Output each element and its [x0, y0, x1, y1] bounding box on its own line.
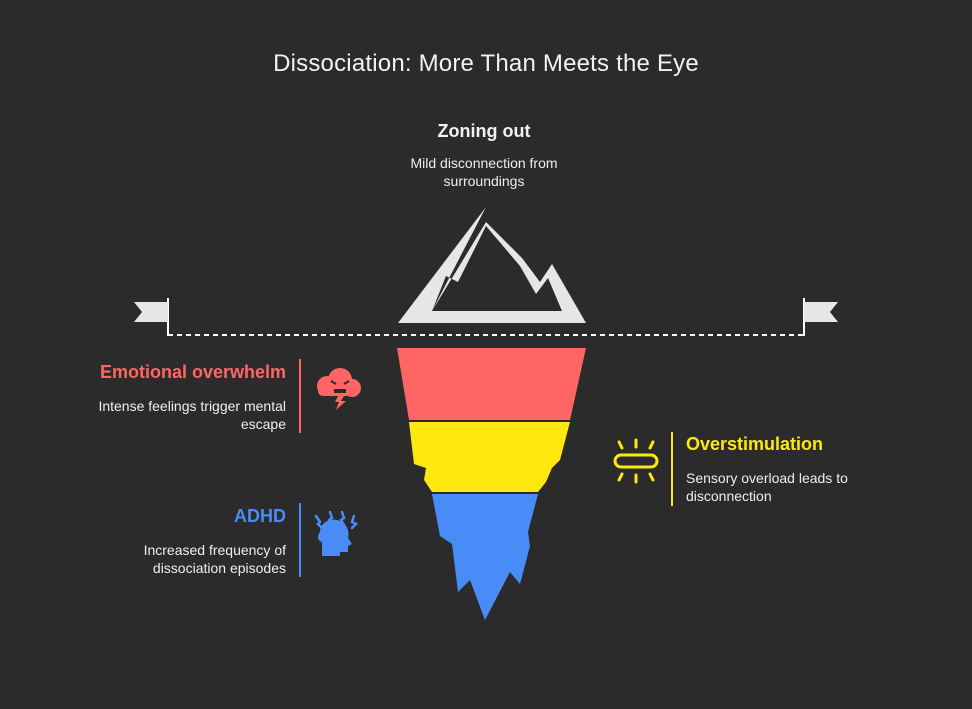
- emotional-overwhelm-heading: Emotional overwhelm: [99, 362, 286, 382]
- adhd-accent-bar: [299, 503, 301, 577]
- emotional-overwhelm-block: Emotional overwhelm Intense feelings tri…: [60, 362, 286, 433]
- adhd-heading: ADHD: [234, 506, 286, 526]
- adhd-desc-line2: dissociation episodes: [152, 560, 286, 576]
- emotional-overwhelm-desc-line1: Intense feelings trigger mental: [98, 398, 286, 414]
- overstimulation-block: Overstimulation Sensory overload leads t…: [686, 434, 926, 505]
- head-with-sparks-icon: [314, 510, 359, 556]
- left-flag-icon: [134, 298, 169, 336]
- layer-overstimulation: [409, 422, 570, 492]
- layer-adhd: [432, 494, 538, 620]
- emotional-overwhelm-desc-line2: escape: [240, 416, 286, 432]
- overstimulation-desc-line1: Sensory overload leads to: [686, 470, 848, 486]
- adhd-block: ADHD Increased frequency of dissociation…: [60, 506, 286, 577]
- radiating-bar-icon: [613, 438, 659, 484]
- zoning-out-desc-line2: surroundings: [443, 173, 525, 189]
- layer-emotional-overwhelm: [397, 348, 586, 420]
- overstimulation-accent-bar: [671, 432, 673, 506]
- iceberg-peak-icon: [398, 207, 586, 323]
- emotional-overwhelm-accent-bar: [299, 359, 301, 433]
- angry-storm-cloud-icon: [317, 368, 361, 410]
- overstimulation-heading: Overstimulation: [686, 434, 824, 454]
- overstimulation-desc-line2: disconnection: [686, 488, 772, 504]
- adhd-desc-line1: Increased frequency of: [143, 542, 286, 558]
- diagram-title: Dissociation: More Than Meets the Eye: [273, 50, 699, 77]
- right-flag-icon: [803, 298, 838, 336]
- zoning-out-heading: Zoning out: [437, 121, 531, 141]
- zoning-out-desc-line1: Mild disconnection from: [410, 155, 558, 171]
- zoning-out-label: Zoning out Mild disconnection from surro…: [384, 121, 584, 190]
